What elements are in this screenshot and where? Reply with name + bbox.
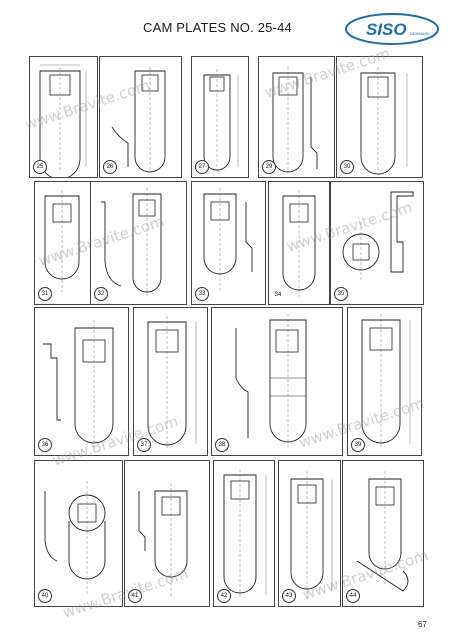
plate-30-drawing <box>360 67 408 175</box>
plate-29-panel: 29 <box>258 56 335 178</box>
plate-35-drawing <box>342 191 414 282</box>
plate-27-drawing <box>203 69 239 172</box>
plate-32-panel: 32 <box>90 181 187 305</box>
plate-34-drawing <box>282 190 316 297</box>
plate-number: 27 <box>195 160 209 174</box>
plate-number: 37 <box>137 438 151 452</box>
plate-number: 35 <box>334 287 348 301</box>
plate-38-drawing <box>235 314 307 448</box>
plate-42-panel: 42 <box>213 460 275 607</box>
plate-33-panel: 33 <box>191 181 266 305</box>
plate-44-drawing <box>356 471 409 592</box>
plate-number: 26 <box>103 160 117 174</box>
plate-40-panel: 40 <box>34 460 123 607</box>
plate-number: 41 <box>128 589 142 603</box>
plate-34-panel: 34 <box>268 181 330 305</box>
plate-number: 33 <box>195 287 209 301</box>
svg-text:DENMARK: DENMARK <box>410 31 430 36</box>
siso-logo: SISO DENMARK <box>345 13 439 45</box>
plate-number: 31 <box>38 287 52 301</box>
plate-40-drawing <box>44 481 106 596</box>
plate-number: 44 <box>346 589 360 603</box>
plate-29-drawing <box>272 67 318 173</box>
svg-text:SISO: SISO <box>366 20 407 39</box>
plate-number: 32 <box>94 287 108 301</box>
plate-41-drawing <box>138 483 188 596</box>
plate-37-drawing <box>147 316 197 448</box>
plate-30-panel: 30 <box>336 56 423 178</box>
plate-number: 39 <box>351 438 365 452</box>
plate-36-panel: 36 <box>34 307 129 456</box>
plate-43-drawing <box>290 471 333 599</box>
plate-39-panel: 39 <box>347 307 422 456</box>
plate-32-drawing <box>101 188 162 297</box>
plate-44-panel: 44 <box>342 460 424 607</box>
plate-number: 29 <box>262 160 276 174</box>
plate-31-drawing <box>44 190 80 292</box>
plate-number: 25 <box>33 160 47 174</box>
plate-35-panel: 35 <box>330 181 424 305</box>
plate-37-panel: 37 <box>133 307 208 456</box>
plate-31-panel: 31 <box>34 181 91 305</box>
plate-27-panel: 27 <box>191 56 249 178</box>
plate-26-drawing <box>111 67 166 173</box>
page-title: CAM PLATES NO. 25-44 <box>143 20 292 35</box>
plate-number: 43 <box>282 589 296 603</box>
plate-33-drawing <box>203 188 253 292</box>
plate-number: 38 <box>215 438 229 452</box>
plate-number: 42 <box>217 589 231 603</box>
plate-43-panel: 43 <box>278 460 341 607</box>
plate-number: 30 <box>340 160 354 174</box>
plate-41-panel: 41 <box>124 460 210 607</box>
plate-36-drawing <box>43 320 114 448</box>
plate-number: 40 <box>38 589 52 603</box>
plate-42-drawing <box>223 469 267 599</box>
plate-26-panel: 26 <box>99 56 182 178</box>
plate-number: 34 <box>272 289 284 301</box>
page-number: 67 <box>418 620 427 629</box>
plate-25-panel: 25 <box>29 56 98 178</box>
plate-38-panel: 38 <box>211 307 343 456</box>
plate-39-drawing <box>361 314 411 448</box>
plate-25-drawing <box>39 64 87 177</box>
plate-number: 36 <box>38 438 52 452</box>
